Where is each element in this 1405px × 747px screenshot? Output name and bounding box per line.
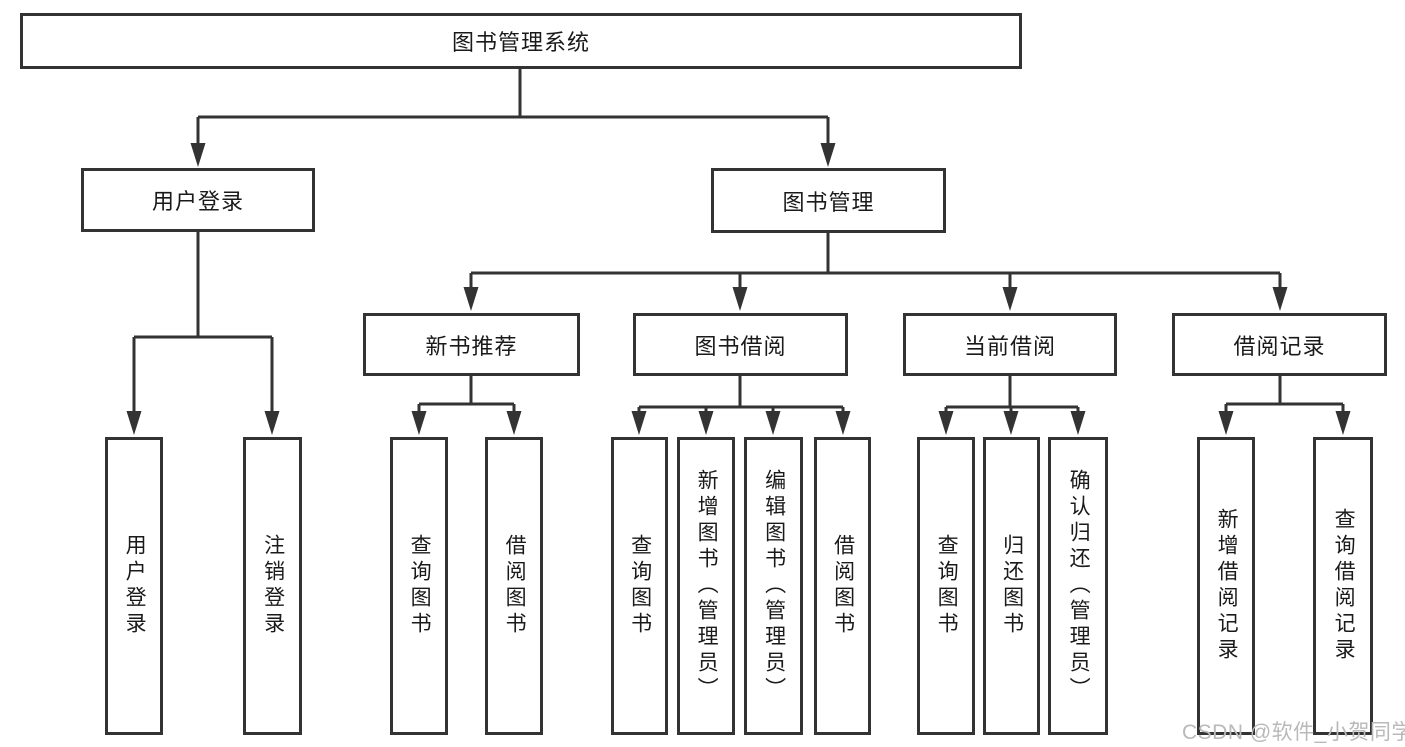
node-add-book-admin-label: 新增图书（管理员） xyxy=(695,469,719,703)
node-return-books: 归还图书 xyxy=(983,437,1040,735)
node-root-label: 图书管理系统 xyxy=(451,30,590,55)
node-current-borrowing-label: 当前借阅 xyxy=(963,333,1056,359)
node-query-books-borrowing-label: 查询图书 xyxy=(628,534,652,638)
node-user-login-leaf: 用户登录 xyxy=(105,437,163,735)
node-return-books-label: 归还图书 xyxy=(1000,534,1024,638)
node-confirm-return-admin-label: 确认归还（管理员） xyxy=(1067,469,1091,703)
node-book-management: 图书管理 xyxy=(711,168,946,233)
node-root: 图书管理系统 xyxy=(20,13,1022,69)
node-current-borrowing: 当前借阅 xyxy=(903,313,1117,376)
node-borrow-books-borrowing: 借阅图书 xyxy=(814,437,871,735)
node-user-login-label: 用户登录 xyxy=(151,189,244,214)
node-add-borrow-record: 新增借阅记录 xyxy=(1197,437,1255,735)
node-borrow-books-recommend-label: 借阅图书 xyxy=(503,534,527,638)
node-borrowing-records: 借阅记录 xyxy=(1172,313,1387,376)
node-edit-book-admin: 编辑图书（管理员） xyxy=(744,437,803,735)
node-new-book-recommend: 新书推荐 xyxy=(363,313,580,376)
node-query-books-recommend-label: 查询图书 xyxy=(408,534,432,638)
node-add-borrow-record-label: 新增借阅记录 xyxy=(1215,508,1239,664)
node-book-management-label: 图书管理 xyxy=(782,189,875,215)
node-confirm-return-admin: 确认归还（管理员） xyxy=(1048,437,1108,735)
node-borrowing-records-label: 借阅记录 xyxy=(1233,333,1326,359)
node-book-borrowing-label: 图书借阅 xyxy=(694,333,787,359)
node-add-book-admin: 新增图书（管理员） xyxy=(677,437,735,735)
node-borrow-books-borrowing-label: 借阅图书 xyxy=(831,534,855,638)
node-book-borrowing: 图书借阅 xyxy=(633,313,848,376)
node-logout-leaf-label: 注销登录 xyxy=(261,534,285,638)
node-logout-leaf: 注销登录 xyxy=(243,437,302,735)
node-new-book-recommend-label: 新书推荐 xyxy=(425,333,518,359)
node-edit-book-admin-label: 编辑图书（管理员） xyxy=(762,469,786,703)
node-user-login: 用户登录 xyxy=(81,168,315,232)
watermark: CSDN @软件_小贺同学 xyxy=(1182,721,1405,744)
node-query-books-borrowing: 查询图书 xyxy=(611,437,668,735)
node-query-books-recommend: 查询图书 xyxy=(390,437,448,735)
node-borrow-books-recommend: 借阅图书 xyxy=(485,437,543,735)
node-user-login-leaf-label: 用户登录 xyxy=(123,534,147,638)
node-query-books-current: 查询图书 xyxy=(917,437,975,735)
node-query-books-current-label: 查询图书 xyxy=(935,534,959,638)
node-query-borrow-record: 查询借阅记录 xyxy=(1313,437,1373,735)
node-query-borrow-record-label: 查询借阅记录 xyxy=(1332,508,1356,664)
